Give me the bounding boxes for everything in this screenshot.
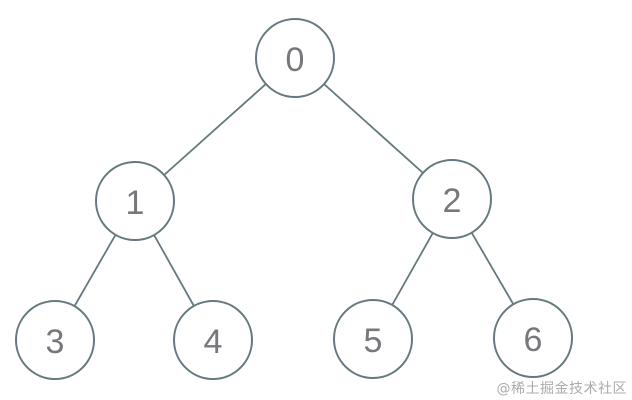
tree-nodes-layer: 0 1 2 3 4 5 6 bbox=[15, 18, 573, 380]
tree-node-label-0: 0 bbox=[286, 41, 305, 79]
tree-node-0: 0 bbox=[255, 18, 335, 98]
tree-node-5: 5 bbox=[333, 299, 413, 379]
tree-node-label-5: 5 bbox=[364, 322, 383, 360]
tree-node-label-6: 6 bbox=[524, 321, 543, 359]
tree-node-circle-1 bbox=[95, 161, 175, 241]
tree-node-1: 1 bbox=[95, 161, 175, 241]
tree-node-4: 4 bbox=[173, 300, 253, 380]
tree-node-2: 2 bbox=[412, 159, 492, 239]
tree-node-label-2: 2 bbox=[443, 182, 462, 220]
tree-node-3: 3 bbox=[15, 300, 95, 380]
tree-node-label-3: 3 bbox=[46, 323, 65, 361]
tree-node-circle-5 bbox=[333, 299, 413, 379]
tree-node-circle-2 bbox=[412, 159, 492, 239]
tree-node-circle-4 bbox=[173, 300, 253, 380]
tree-node-6: 6 bbox=[493, 298, 573, 378]
tree-node-label-1: 1 bbox=[126, 184, 145, 222]
tree-node-circle-0 bbox=[255, 18, 335, 98]
tree-node-circle-3 bbox=[15, 300, 95, 380]
tree-node-circle-6 bbox=[493, 298, 573, 378]
tree-node-label-4: 4 bbox=[204, 323, 223, 361]
